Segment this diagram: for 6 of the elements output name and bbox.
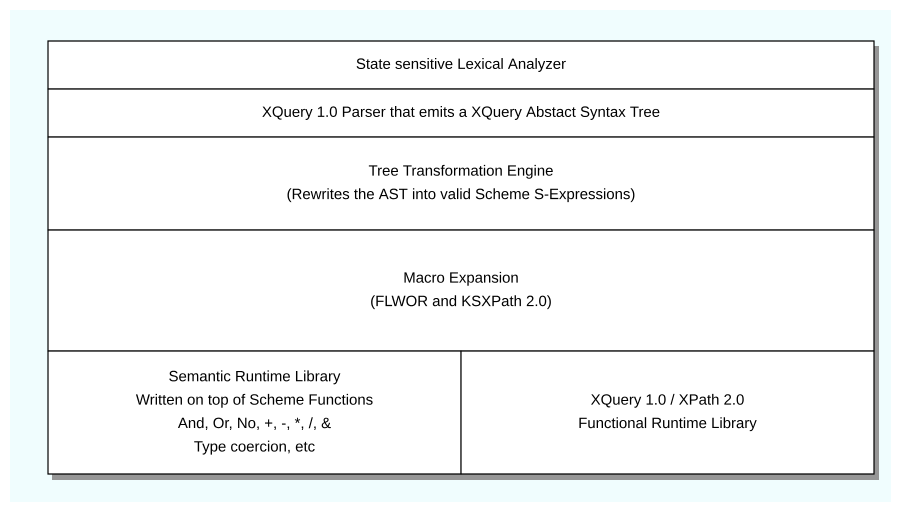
layer-box: Semantic Runtime Library Written on top of Scheme Functions And, Or, No, +, -, *, /, & Type coercion, etc — [47, 350, 462, 475]
layer-box: XQuery 1.0 Parser that emits a XQuery Abstact Syntax Tree — [47, 88, 875, 138]
layer-box: State sensitive Lexical Analyzer — [47, 40, 875, 90]
layer-box: Tree Transformation Engine (Rewrites the AST into valid Scheme S-Expressions) — [47, 136, 875, 231]
layer-box: Macro Expansion (FLWOR and KSXPath 2.0) — [47, 229, 875, 352]
layer-box: XQuery 1.0 / XPath 2.0 Functional Runtime Library — [460, 350, 875, 475]
